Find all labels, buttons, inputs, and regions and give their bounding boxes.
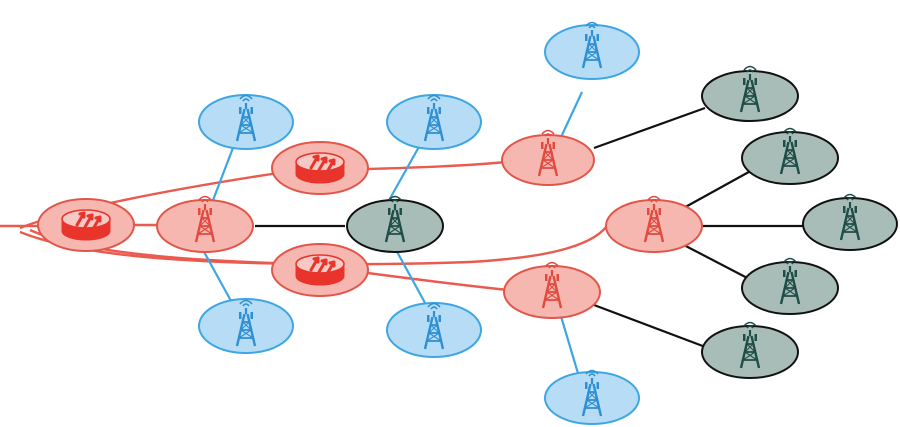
link-gray-to-blue-2	[387, 144, 421, 203]
blue-node-4	[386, 302, 482, 358]
red-node-mid-right	[605, 195, 703, 253]
red-nodes	[156, 129, 703, 319]
blue-node-2	[386, 94, 482, 150]
gray-node-5	[701, 321, 799, 379]
blue-node-3	[198, 298, 294, 354]
gray-node-4	[741, 257, 839, 315]
blue-nodes	[198, 21, 640, 425]
link-hub-to-blue-1	[208, 139, 238, 209]
router-icon	[61, 209, 111, 241]
link-red-bot-to-blue-6	[558, 312, 582, 381]
link-red-top-to-blue-5	[561, 91, 583, 136]
gray-nodes	[346, 65, 898, 379]
gray-node-2	[741, 127, 839, 185]
trunk-lower-1	[19, 230, 299, 266]
link-gray-to-blue-4	[394, 247, 431, 313]
router-nodes	[37, 141, 369, 297]
node-links	[202, 91, 806, 381]
link-red-mid-to-gray-4	[679, 242, 756, 283]
router-icon	[295, 254, 345, 286]
blue-node-1	[198, 94, 294, 150]
router-node-left	[37, 198, 135, 252]
link-red-mid-to-gray-2	[679, 167, 757, 211]
link-red-top-to-gray-1	[593, 106, 706, 150]
blue-node-6	[544, 369, 640, 425]
router-node-top	[271, 141, 369, 195]
trunk-lower-2	[344, 268, 509, 292]
gray-node-3	[802, 193, 898, 251]
red-hub-node-left	[156, 195, 254, 253]
router-node-bottom	[271, 243, 369, 297]
gray-node-center	[346, 195, 444, 253]
red-node-bottom-right	[503, 261, 601, 319]
gray-node-1	[701, 65, 799, 122]
red-node-top-right	[501, 129, 595, 186]
blue-node-5	[544, 21, 640, 80]
link-red-bot-to-gray-5	[593, 303, 709, 350]
router-icon	[295, 152, 345, 184]
